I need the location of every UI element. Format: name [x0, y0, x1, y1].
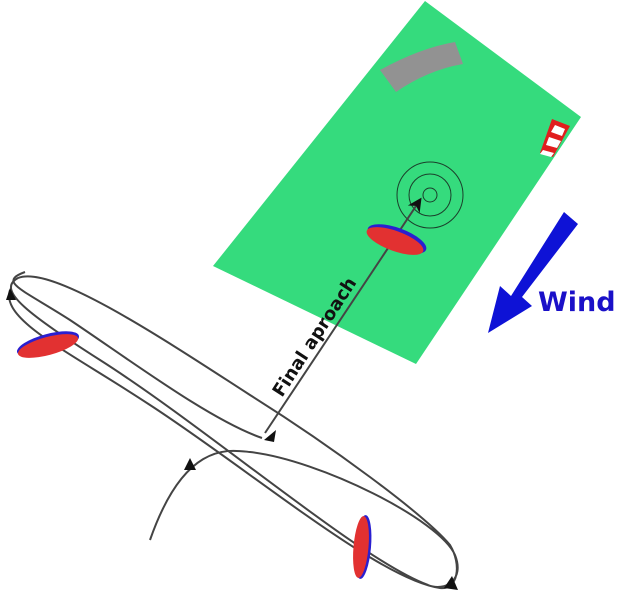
arrow-head-icon — [184, 458, 196, 470]
wind-arrow-icon — [488, 212, 578, 333]
parachute-canopy-icon — [16, 331, 80, 358]
windsock-icon — [540, 119, 570, 157]
arrow-head-icon — [264, 430, 276, 442]
parachute-canopy-icon — [353, 515, 372, 579]
target-icon — [396, 161, 464, 229]
parachute-canopy-icon — [366, 224, 427, 255]
wind-label: Wind — [538, 287, 616, 318]
arrow-head-icon — [6, 288, 16, 300]
arrow-head-icon — [444, 576, 458, 590]
landing-strip — [380, 42, 463, 92]
path-direction-arrows — [6, 288, 458, 590]
landing-field — [213, 1, 581, 364]
